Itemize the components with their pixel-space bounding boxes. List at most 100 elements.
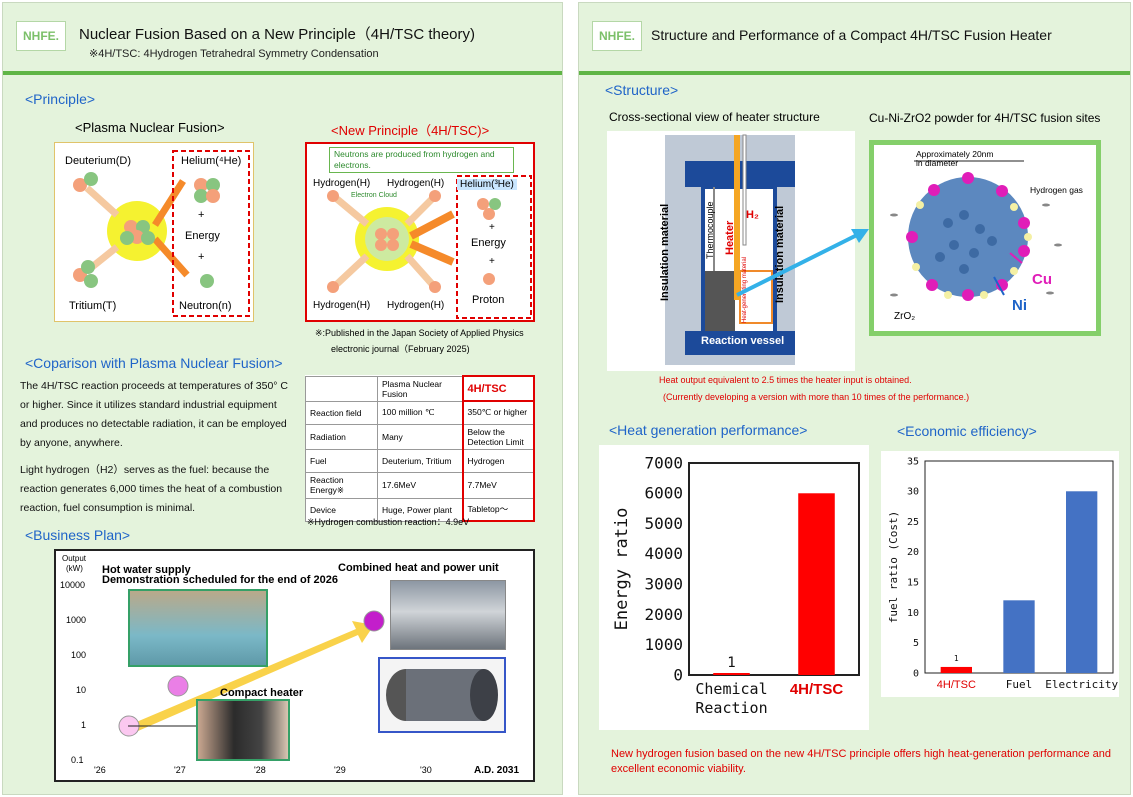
publish-note-2: electronic journal（February 2025) [331, 344, 470, 354]
hydrogen-label-4: Hydrogen(H) [387, 300, 445, 311]
y-tick-label: 4000 [644, 544, 683, 563]
business-plan-heading: <Business Plan> [25, 527, 131, 543]
energy-ratio-svg: 010002000300040005000600070001ChemicalRe… [612, 453, 860, 717]
y-tick-label: 6000 [644, 484, 683, 503]
heat-generation-heading: <Heat generation performance> [609, 422, 808, 438]
y-tick-label: 5000 [644, 514, 683, 533]
plasma-plus-2: + [198, 251, 205, 263]
zro2-label: ZrO₂ [894, 311, 916, 322]
hot-water-label: Hot water supply [102, 564, 191, 576]
ytick: 1000 [66, 615, 87, 625]
ytick: 10 [76, 685, 87, 695]
table-header-cell [305, 375, 378, 402]
compact-heater-photo [196, 699, 290, 761]
table-cell: Deuterium, Tritium [377, 448, 463, 473]
xtick: '26 [94, 765, 106, 775]
hydrogen-gas-label: Hydrogen gas [1030, 185, 1083, 195]
chp-label: Combined heat and power unit [338, 562, 499, 574]
business-plan-art [118, 610, 385, 737]
output-unit-label: (kW) [66, 564, 83, 573]
table-cell: Radiation [305, 423, 378, 450]
principle-heading: <Principle> [25, 91, 96, 107]
comparison-table: Plasma Nuclear Fusion 4H/TSC Reaction fi… [305, 375, 535, 522]
helium3-label: Helium(³He) [457, 179, 517, 190]
hot-water-photo [128, 589, 268, 667]
plasma-heading: <Plasma Nuclear Fusion> [75, 120, 225, 135]
table-cell: Reaction Energy※ [305, 471, 378, 499]
table-row: Radiation Many Below the Detection Limit [305, 423, 535, 450]
table-cell: Device [305, 497, 378, 522]
structure-heading: <Structure> [605, 82, 679, 98]
y-tick-label: 10 [907, 608, 919, 619]
paragraph-1: The 4H/TSC reaction proceeds at temperat… [20, 380, 288, 449]
table-cell: 17.6MeV [377, 471, 463, 499]
y-axis-label: Energy ratio [612, 508, 632, 631]
output-label: Output [62, 554, 87, 563]
plasma-diagram-art [73, 150, 250, 317]
tritium-label: Tritium(T) [69, 300, 117, 312]
y-tick-label: 25 [907, 517, 919, 528]
xtick: '29 [334, 765, 346, 775]
proton-label: Proton [472, 294, 505, 306]
table-cell: Below the Detection Limit [461, 423, 535, 450]
y-tick-label: 0 [673, 665, 683, 684]
size-label-1: Approximately 20nm [916, 149, 994, 159]
newp-energy-label: Energy [471, 237, 506, 249]
ytick: 100 [71, 650, 87, 660]
right-panel: NHFE. Structure and Performance of a Com… [578, 2, 1131, 795]
neutron-label: Neutron(n) [179, 300, 232, 312]
table-cell: Many [377, 423, 463, 450]
ytick: 10000 [60, 580, 86, 590]
callout-note: Neutrons are produced from hydrogen and … [329, 147, 514, 173]
newp-plus-1: + [489, 222, 495, 233]
plasma-plus-1: + [198, 209, 205, 221]
connector-arrow [736, 229, 869, 297]
new-principle-heading: <New Principle（4H/TSC)> [331, 123, 490, 138]
y-tick-label: 35 [907, 456, 919, 467]
y-tick-label: 5 [913, 638, 919, 649]
x-tick-label: 4H/TSC [937, 679, 976, 691]
conclusion-text: New hydrogen fusion based on the new 4H/… [611, 748, 1111, 775]
table-row: Reaction field 100 million ℃ 350℃ or hig… [305, 400, 535, 425]
x-tick-label: Chemical [695, 680, 767, 698]
hydrogen-label-3: Hydrogen(H) [313, 300, 371, 311]
xtick: A.D. 2031 [474, 765, 520, 776]
plasma-diagram: Deuterium(D) Tritium(T) Helium(⁴He) + En… [54, 142, 254, 322]
ytick: 1 [81, 720, 87, 730]
right-title: Structure and Performance of a Compact 4… [651, 27, 1052, 43]
table-header-row: Plasma Nuclear Fusion 4H/TSC [305, 375, 535, 402]
left-header: NHFE. Nuclear Fusion Based on a New Prin… [3, 3, 562, 75]
chp-unit-photo [390, 580, 506, 650]
table-cell: Fuel [305, 448, 378, 473]
data-label: 1 [954, 654, 959, 663]
comparison-heading: <Coparison with Plasma Nuclear Fusion> [25, 355, 283, 371]
table-row: Fuel Deuterium, Tritium Hydrogen [305, 448, 535, 473]
y-tick-label: 1000 [644, 635, 683, 654]
nhfe-logo: NHFE. [592, 21, 642, 51]
h2-label: H₂ [746, 209, 759, 221]
table-cell: Hydrogen [461, 448, 535, 473]
development-note: (Currently developing a version with mor… [663, 392, 970, 402]
plasma-energy-label: Energy [185, 230, 220, 242]
ytick: 0.1 [71, 755, 84, 765]
y-tick-label: 30 [907, 487, 919, 498]
xtick: '30 [420, 765, 432, 775]
left-title: Nuclear Fusion Based on a New Principle（… [79, 26, 475, 43]
hydrogen-label-2: Hydrogen(H) [387, 178, 445, 189]
table-cell: Reaction field [305, 400, 378, 425]
x-tick-label: Electricity [1045, 678, 1118, 691]
publish-note-1: ※:Published in the Japan Society of Appl… [315, 328, 524, 338]
new-principle-diagram: Neutrons are produced from hydrogen and … [305, 142, 535, 322]
compact-heater-label: Compact heater [220, 687, 304, 699]
reaction-vessel-label: Reaction vessel [701, 335, 785, 347]
x-tick-label: 4H/TSC [790, 681, 844, 698]
electron-cloud-label: Electron Cloud [351, 192, 397, 199]
y-tick-label: 0 [913, 668, 919, 679]
powder-diagram: Approximately 20nm in diameter Hydrogen … [869, 140, 1101, 336]
table-cell: Tabletop〜 [461, 497, 535, 522]
powder-label: Cu-Ni-ZrO2 powder for 4H/TSC fusion site… [869, 111, 1101, 125]
deuterium-label: Deuterium(D) [65, 155, 132, 167]
x-tick-label: Fuel [1006, 678, 1033, 691]
